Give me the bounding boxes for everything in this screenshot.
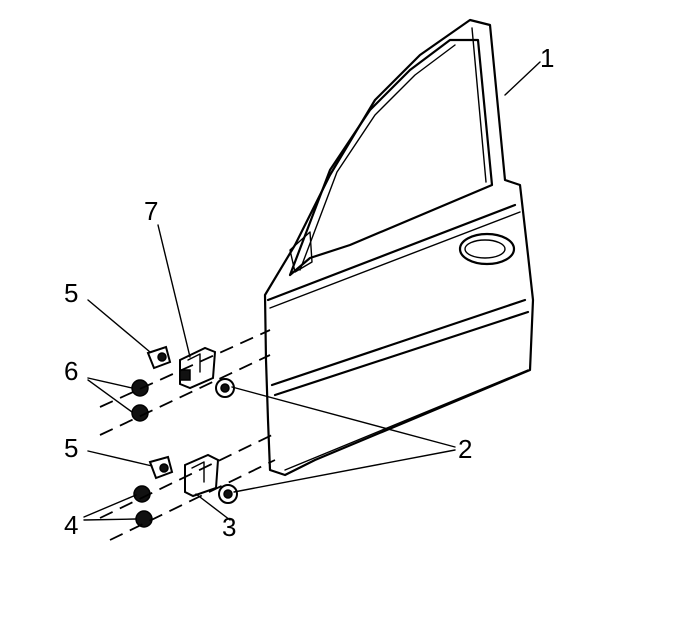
callouts: 1 2 3 4 5 5 6 7 — [64, 43, 554, 542]
callout-5-lower: 5 — [64, 433, 78, 463]
callout-3: 3 — [222, 512, 236, 542]
callout-4: 4 — [64, 510, 78, 540]
hinge-bolts — [215, 378, 238, 504]
hinge-pin-icon — [179, 369, 191, 381]
callout-2: 2 — [458, 434, 472, 464]
leader-lines — [83, 61, 541, 521]
callout-6: 6 — [64, 356, 78, 386]
callout-1: 1 — [540, 43, 554, 73]
cone-nuts — [146, 345, 174, 480]
lower-nuts — [133, 485, 153, 528]
callout-5-upper: 5 — [64, 278, 78, 308]
callout-7: 7 — [144, 196, 158, 226]
alignment-lines — [99, 329, 276, 541]
